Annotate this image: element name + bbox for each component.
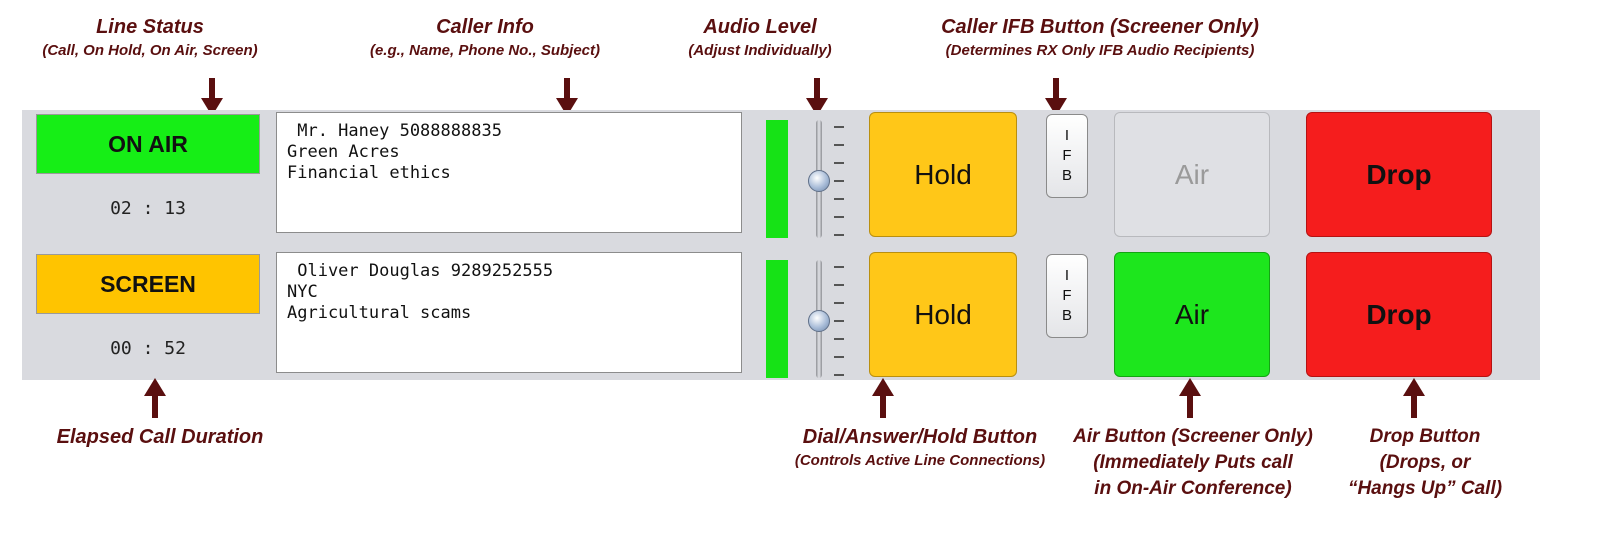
caller-name-phone: Mr. Haney 5088888835 — [287, 121, 502, 141]
arrow-up-icon — [142, 378, 168, 418]
annotation-subtitle: (Adjust Individually) — [688, 42, 832, 59]
ifb-letter: B — [1061, 307, 1072, 324]
air-button[interactable]: Air — [1114, 252, 1270, 377]
annotation-line: (Drops, or — [1379, 452, 1471, 473]
annotation-title: Line Status — [96, 16, 204, 38]
caller-info-box[interactable]: Oliver Douglas 9289252555 NYC Agricultur… — [276, 252, 742, 373]
arrow-up-icon — [1401, 378, 1427, 418]
hold-annotation: Dial/Answer/Hold Button (Controls Active… — [770, 424, 1070, 472]
hold-button[interactable]: Hold — [869, 112, 1017, 237]
drop-annotation: Drop Button (Drops, or “Hangs Up” Call) — [1330, 424, 1520, 502]
arrow-down-icon — [804, 78, 830, 118]
audio-level-annotation: Audio Level (Adjust Individually) — [660, 14, 860, 62]
annotation-subtitle: (Controls Active Line Connections) — [794, 452, 1046, 469]
ifb-letter: I — [1064, 127, 1070, 144]
annotation-subtitle: (Determines RX Only IFB Audio Recipients… — [945, 42, 1255, 59]
caller-subject: Agricultural scams — [287, 303, 472, 323]
caller-info-annotation: Caller Info (e.g., Name, Phone No., Subj… — [340, 14, 630, 62]
annotation-line: “Hangs Up” Call) — [1347, 478, 1503, 499]
arrow-down-icon — [554, 78, 580, 118]
annotation-line: Air Button (Screener Only) — [1073, 426, 1313, 447]
audio-level-meter — [766, 260, 788, 378]
line-status-badge: ON AIR — [36, 114, 260, 174]
call-line-row: ON AIR 02 : 13 Mr. Haney 5088888835 Gree… — [22, 110, 1540, 243]
annotation-line: (Immediately Puts call — [1093, 452, 1293, 473]
annotation-line: in On-Air Conference) — [1094, 478, 1292, 499]
ifb-letter: B — [1061, 167, 1072, 184]
annotation-subtitle: (Call, On Hold, On Air, Screen) — [42, 42, 258, 59]
volume-slider-thumb[interactable] — [808, 310, 830, 332]
drop-button[interactable]: Drop — [1306, 252, 1492, 377]
slider-ticks — [834, 266, 846, 378]
elapsed-timer: 00 : 52 — [110, 338, 186, 359]
annotation-title: Caller IFB Button (Screener Only) — [941, 16, 1259, 38]
annotation-title: Dial/Answer/Hold Button — [802, 426, 1038, 448]
ifb-letter: F — [1062, 287, 1072, 304]
annotation-line: Drop Button — [1369, 426, 1481, 447]
annotation-subtitle: (e.g., Name, Phone No., Subject) — [369, 42, 601, 59]
arrow-down-icon — [1043, 78, 1069, 118]
caller-location: NYC — [287, 282, 318, 302]
caller-subject: Financial ethics — [287, 163, 451, 183]
annotation-title: Caller Info — [436, 16, 534, 38]
ifb-button[interactable]: I F B — [1046, 114, 1088, 198]
call-line-panel: ON AIR 02 : 13 Mr. Haney 5088888835 Gree… — [22, 110, 1540, 380]
caller-name-phone: Oliver Douglas 9289252555 — [287, 261, 554, 281]
hold-button[interactable]: Hold — [869, 252, 1017, 377]
elapsed-timer: 02 : 13 — [110, 198, 186, 219]
caller-location: Green Acres — [287, 142, 400, 162]
drop-button[interactable]: Drop — [1306, 112, 1492, 237]
ifb-button[interactable]: I F B — [1046, 254, 1088, 338]
audio-level-meter — [766, 120, 788, 238]
arrow-up-icon — [1177, 378, 1203, 418]
arrow-up-icon — [870, 378, 896, 418]
caller-ifb-annotation: Caller IFB Button (Screener Only) (Deter… — [920, 14, 1280, 62]
volume-slider-thumb[interactable] — [808, 170, 830, 192]
elapsed-annotation: Elapsed Call Duration — [30, 424, 290, 450]
annotation-title: Elapsed Call Duration — [56, 426, 264, 448]
air-button[interactable]: Air — [1114, 112, 1270, 237]
slider-ticks — [834, 126, 846, 238]
ifb-letter: F — [1062, 147, 1072, 164]
line-status-annotation: Line Status (Call, On Hold, On Air, Scre… — [20, 14, 280, 62]
arrow-down-icon — [199, 78, 225, 118]
call-line-row: SCREEN 00 : 52 Oliver Douglas 9289252555… — [22, 250, 1540, 383]
line-status-badge: SCREEN — [36, 254, 260, 314]
caller-info-box[interactable]: Mr. Haney 5088888835 Green Acres Financi… — [276, 112, 742, 233]
annotation-title: Audio Level — [703, 16, 817, 38]
ifb-letter: I — [1064, 267, 1070, 284]
air-annotation: Air Button (Screener Only) (Immediately … — [1068, 424, 1318, 502]
